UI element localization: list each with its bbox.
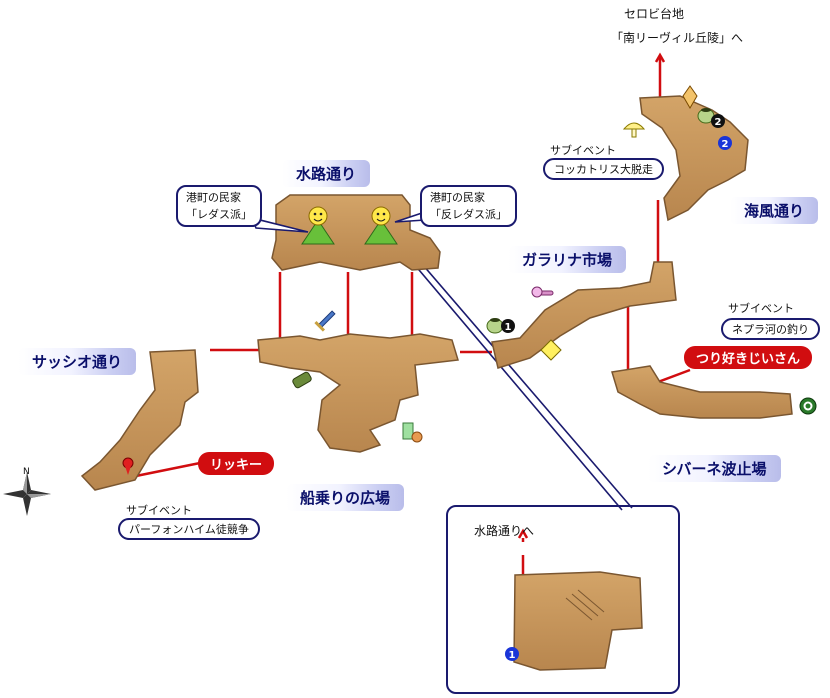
marker-black-2: 2 (711, 114, 725, 128)
character-rikki: リッキー (198, 452, 275, 475)
smiley-anti-ledas-icon (364, 206, 398, 245)
label-suiro: 水路通り (282, 160, 371, 187)
label-garalina: ガラリナ市場 (508, 246, 627, 273)
event-nepura-label: サブイベント (728, 302, 794, 315)
area-sasshio (80, 349, 199, 491)
mushroom-icon (622, 122, 646, 138)
marker-blue-1: 1 (505, 647, 519, 661)
callout-ledas-house: 港町の民家 「レダス派」 (176, 185, 262, 227)
label-suiro-to: 水路通りへ (474, 524, 535, 538)
callout-ledas-faction: 「レダス派」 (186, 208, 252, 221)
inset-frame (446, 505, 680, 694)
yellow-diamond-icon (540, 339, 562, 361)
callout-ledas-title: 港町の民家 (186, 191, 241, 204)
pot-icon-1 (486, 318, 504, 334)
event-perfume: パーフォンハイム徒競争 (118, 518, 260, 540)
label-shibarne: シバーネ波止場 (648, 455, 781, 482)
area-inset-floor (513, 571, 643, 671)
character-fishing-old-man: つり好きじいさん (684, 346, 813, 369)
marker-black-1: 1 (501, 319, 515, 333)
area-suiro (271, 194, 441, 271)
inset-connector (391, 235, 633, 511)
item-shop-icon (402, 422, 423, 443)
compass-icon (3, 472, 51, 516)
svg-text:1: 1 (509, 650, 516, 661)
label-kaifu: 海風通り (730, 197, 819, 224)
compass-north: N (23, 467, 30, 477)
floor-areas (80, 95, 793, 671)
event-cockatrice: コッカトリス大脱走 (543, 158, 664, 180)
callout-anti-ledas-house: 港町の民家 「反レダス派」 (420, 185, 517, 227)
inset-stairs (565, 589, 605, 621)
area-garalina (491, 261, 677, 369)
label-south-reeville: 「南リーヴィル丘陵」へ (611, 31, 744, 45)
label-funanori: 船乗りの広場 (286, 484, 405, 511)
smiley-ledas-icon (301, 206, 335, 245)
svg-text:2: 2 (715, 117, 722, 128)
route-lines (125, 52, 691, 582)
svg-text:1: 1 (505, 322, 512, 333)
svg-text:2: 2 (722, 139, 729, 150)
orange-diamond-icon (682, 85, 698, 109)
armor-icon (292, 371, 312, 389)
marker-blue-2: 2 (718, 136, 732, 150)
event-perfume-label: サブイベント (126, 504, 192, 517)
ring-icon (531, 286, 554, 298)
label-sasshio: サッシオ通り (18, 348, 137, 375)
exit-target-icon (799, 397, 817, 415)
area-funanori (257, 333, 459, 453)
red-pin-icon (122, 457, 134, 475)
area-shibarne (611, 365, 793, 419)
label-serobi: セロビ台地 (624, 7, 685, 21)
sword-icon (314, 310, 336, 332)
callout-anti-faction: 「反レダス派」 (430, 208, 507, 221)
event-nepura: ネプラ河の釣り (721, 318, 820, 340)
callout-anti-title: 港町の民家 (430, 191, 485, 204)
event-cockatrice-label: サブイベント (550, 144, 616, 157)
